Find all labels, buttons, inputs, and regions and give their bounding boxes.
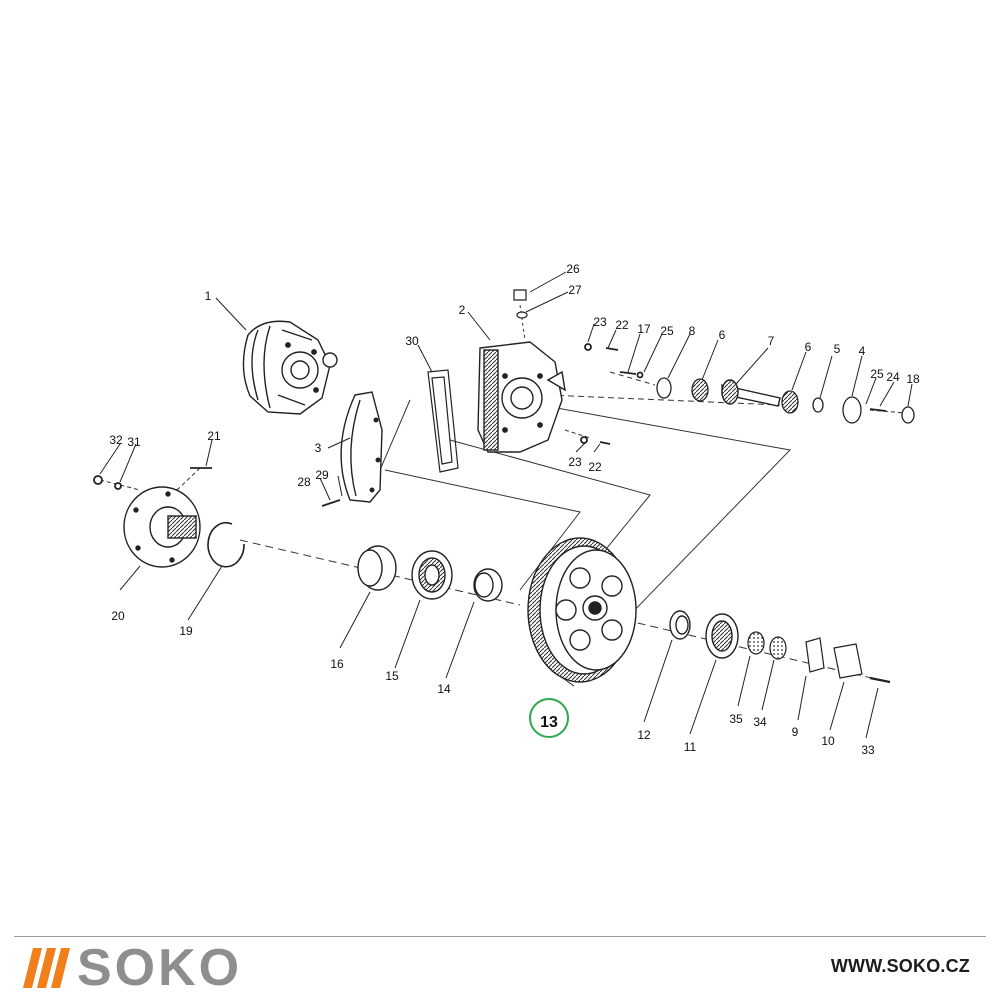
- part-label-20: 20: [111, 609, 125, 623]
- part-11-bearing: [705, 613, 739, 659]
- part-6-bearing-left: [691, 378, 709, 402]
- part-6-bearing-right: [781, 390, 799, 414]
- part-35-disc: [747, 631, 765, 655]
- exploded-parts-diagram: 1234566789101112131415161718192021222223…: [93, 262, 920, 757]
- part-label-7: 7: [768, 334, 775, 348]
- part-label-17: 17: [637, 322, 651, 336]
- part-7-pinion-shaft: [721, 379, 781, 407]
- part-1-housing-half: [242, 320, 338, 415]
- part-9-plate: [805, 637, 825, 673]
- part-19-circlip: [207, 521, 245, 568]
- part-label-6: 6: [719, 328, 726, 342]
- part-label-28: 28: [297, 475, 311, 489]
- part-label-18: 18: [906, 372, 920, 386]
- part-label-16: 16: [330, 657, 344, 671]
- part-14-race: [473, 568, 503, 602]
- part-label-9: 9: [792, 725, 799, 739]
- part-label-4: 4: [859, 344, 866, 358]
- soko-logo: SOKO: [23, 939, 243, 997]
- logo-text: SOKO: [77, 939, 243, 997]
- part-label-29: 29: [315, 468, 329, 482]
- part-8-washer: [656, 377, 672, 399]
- part-13-gear: [527, 537, 637, 683]
- part-label-8: 8: [689, 324, 696, 338]
- part-label-10: 10: [821, 734, 835, 748]
- part-label-27: 27: [568, 283, 582, 297]
- part-label-15: 15: [385, 669, 399, 683]
- part-27-washer: [516, 311, 528, 319]
- part-label-26: 26: [566, 262, 580, 276]
- part-label-5: 5: [834, 342, 841, 356]
- part-18-seal: [901, 406, 915, 424]
- part-12-ring: [669, 610, 691, 640]
- small-fasteners: [93, 343, 887, 507]
- part-label-22: 22: [615, 318, 629, 332]
- part-2-main-housing: [477, 341, 566, 453]
- part-label-24: 24: [886, 370, 900, 384]
- part-label-30: 30: [405, 334, 419, 348]
- part-label-13: 13: [540, 714, 558, 731]
- part-4-cover: [842, 396, 862, 424]
- part-5-ring: [812, 397, 824, 413]
- part-label-32: 32: [109, 433, 123, 447]
- part-26-plug: [513, 289, 527, 301]
- part-label-25: 25: [660, 324, 674, 338]
- part-label-2: 2: [459, 303, 466, 317]
- part-3-cover: [340, 391, 383, 503]
- logo-stripes-icon: [23, 948, 70, 988]
- part-label-25: 25: [870, 367, 884, 381]
- part-label-11: 11: [684, 740, 697, 754]
- part-label-23: 23: [568, 455, 582, 469]
- part-16-race: [357, 545, 397, 591]
- part-10-plate: [833, 643, 863, 679]
- part-label-19: 19: [179, 624, 193, 638]
- highlight-ring: [529, 698, 569, 738]
- part-label-6: 6: [805, 340, 812, 354]
- leader-lines: [99, 271, 913, 739]
- website-link[interactable]: WWW.SOKO.CZ: [830, 956, 970, 976]
- part-label-12: 12: [637, 728, 651, 742]
- footer-divider: [14, 936, 986, 937]
- part-34-disc: [769, 636, 787, 660]
- part-label-34: 34: [753, 715, 767, 729]
- part-label-23: 23: [593, 315, 607, 329]
- part-20-flange: [123, 486, 201, 568]
- part-label-21: 21: [207, 429, 221, 443]
- part-label-1: 1: [205, 289, 212, 303]
- part-label-35: 35: [729, 712, 743, 726]
- part-label-33: 33: [861, 743, 875, 757]
- part-30-gasket: [427, 369, 459, 473]
- part-label-22: 22: [588, 460, 602, 474]
- part-label-3: 3: [315, 441, 322, 455]
- part-33-bolt: [869, 676, 891, 684]
- part-15-bearing: [411, 550, 453, 600]
- part-label-31: 31: [127, 435, 141, 449]
- part-label-14: 14: [437, 682, 451, 696]
